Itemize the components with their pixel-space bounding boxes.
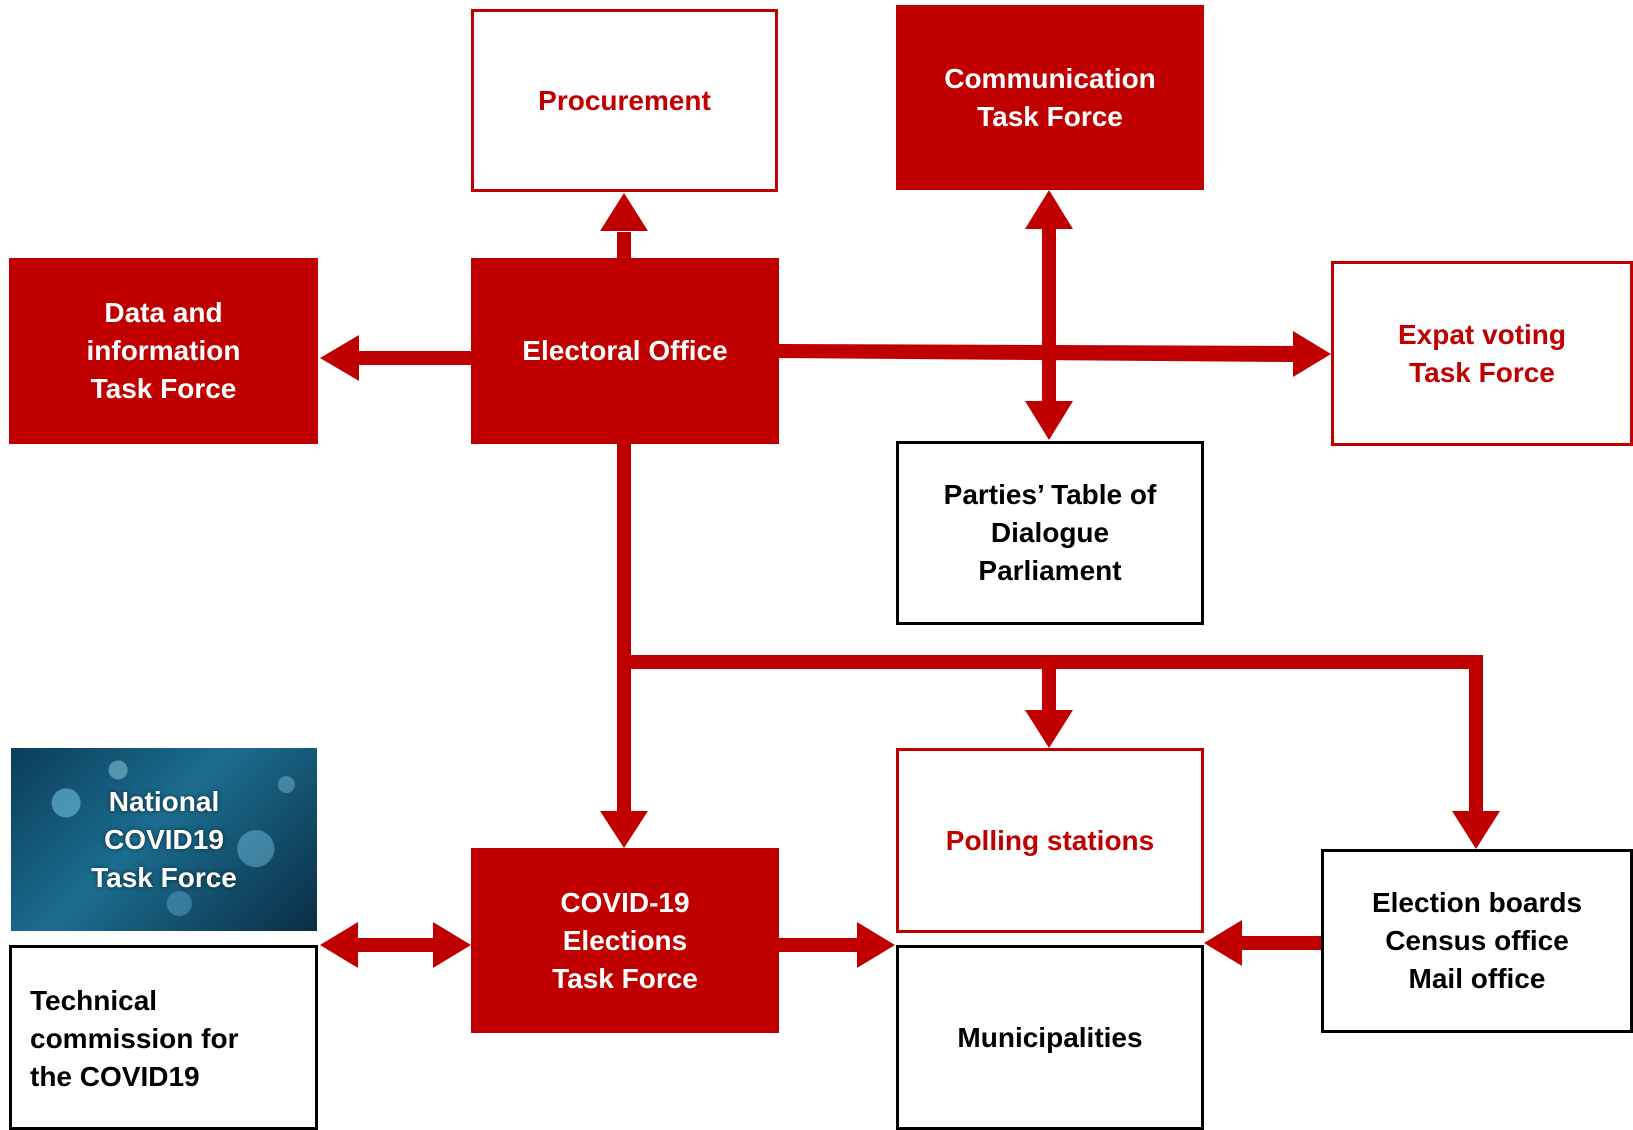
national-covid19-task-force-box: National COVID19 Task Force: [11, 748, 317, 931]
election-boards-label: Election boards Census office Mail offic…: [1371, 887, 1583, 994]
expat-voting-task-force-box: Expat voting Task Force: [1331, 261, 1633, 446]
arrow-shaft-to-data-info: [358, 351, 473, 365]
procurement-box: Procurement: [471, 9, 778, 192]
arrow-shaft-to-procurement: [617, 232, 631, 260]
technical-commission-label: Technical commission for the COVID19: [30, 985, 239, 1092]
arrowhead-covid-elections: [600, 811, 648, 848]
arrow-shaft-boards-to-municipalities: [1242, 936, 1322, 950]
covid19-elections-task-force-box: COVID-19 Elections Task Force: [471, 848, 779, 1033]
data-information-task-force-box: Data and information Task Force: [9, 258, 318, 444]
arrowhead-polling: [1025, 710, 1073, 748]
arrowhead-expat: [1293, 331, 1331, 377]
arrowhead-technical-left: [320, 922, 358, 968]
arrow-shaft-electoral-to-covid-elections: [617, 444, 631, 811]
arrowhead-data-info: [320, 335, 359, 381]
arrow-shaft-to-election-boards: [1469, 655, 1483, 812]
communication-task-force-label: Communication Task Force: [944, 62, 1156, 132]
parties-table-box: Parties’ Table of Dialogue Parliament: [896, 441, 1204, 625]
arrowhead-parties: [1025, 401, 1073, 440]
arrowhead-technical-right: [433, 922, 471, 968]
data-information-task-force-label: Data and information Task Force: [86, 297, 241, 404]
arrow-shaft-to-municipalities: [779, 938, 858, 952]
arrowhead-procurement: [600, 193, 648, 231]
expat-voting-task-force-label: Expat voting Task Force: [1397, 318, 1566, 388]
municipalities-box: Municipalities: [896, 945, 1204, 1130]
arrow-shaft-to-polling: [1042, 655, 1056, 711]
arrowhead-election-boards: [1452, 811, 1500, 849]
arrow-shaft-to-expat: [779, 344, 1293, 362]
national-covid19-task-force-label: National COVID19 Task Force: [91, 785, 237, 893]
covid19-elections-task-force-label: COVID-19 Elections Task Force: [552, 886, 698, 994]
technical-commission-box: Technical commission for the COVID19: [9, 945, 318, 1130]
arrow-shaft-communication-parties: [1042, 228, 1056, 402]
arrowhead-communication: [1025, 190, 1073, 229]
electoral-office-label: Electoral Office: [522, 335, 728, 366]
communication-task-force-box: Communication Task Force: [896, 5, 1204, 190]
electoral-office-box: Electoral Office: [471, 258, 779, 444]
election-boards-box: Election boards Census office Mail offic…: [1321, 849, 1633, 1033]
municipalities-label: Municipalities: [957, 1021, 1143, 1053]
parties-table-label: Parties’ Table of Dialogue Parliament: [943, 479, 1157, 586]
arrowhead-boards-to-municipalities: [1204, 920, 1242, 966]
arrow-shaft-technical-covid-elections: [357, 938, 433, 952]
polling-stations-label: Polling stations: [945, 824, 1155, 856]
polling-stations-box: Polling stations: [896, 748, 1204, 933]
procurement-label: Procurement: [538, 84, 711, 116]
arrowhead-municipalities: [857, 922, 895, 968]
